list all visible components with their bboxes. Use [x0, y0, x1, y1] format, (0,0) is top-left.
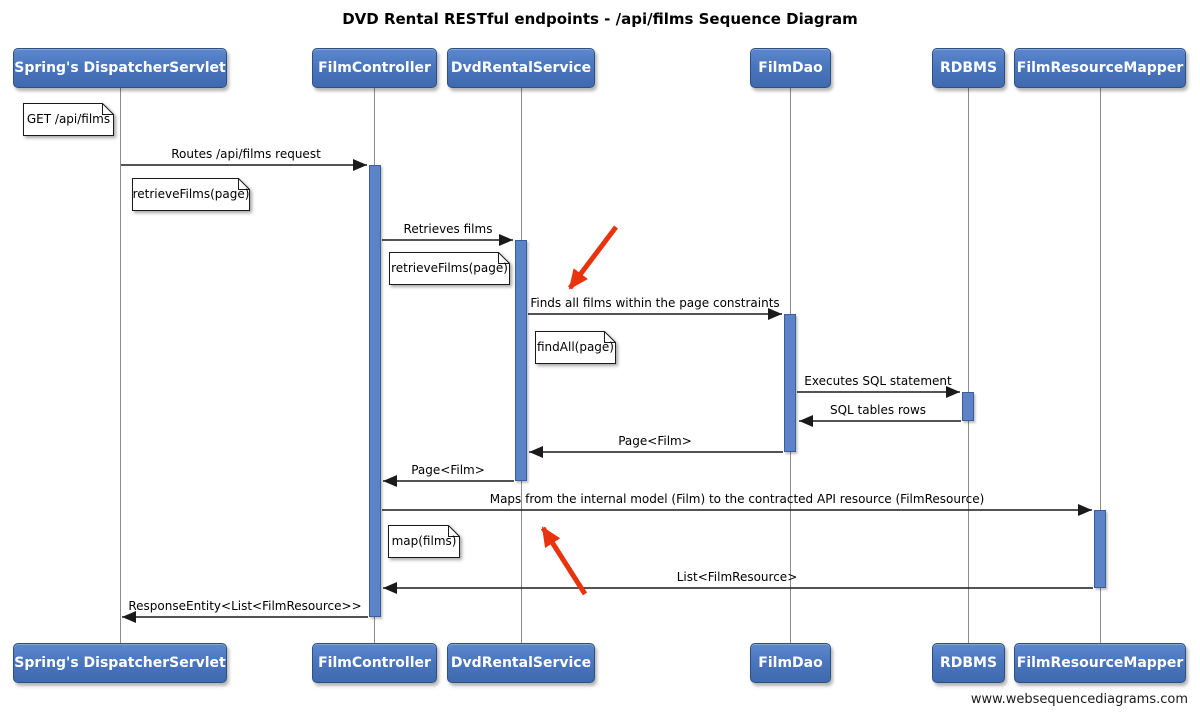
note-map-films: map(films): [388, 525, 460, 558]
message-label-page-film-to-controller: Page<Film>: [411, 463, 485, 477]
participant-label: FilmResourceMapper: [1016, 60, 1184, 76]
participant-label: FilmController: [318, 655, 431, 671]
participant-filmdao-bottom: FilmDao: [750, 643, 831, 683]
participant-filmresourcemapper-bottom: FilmResourceMapper: [1014, 643, 1186, 683]
watermark: www.websequencediagrams.com: [970, 692, 1188, 707]
activation-filmdao: [784, 314, 796, 452]
participant-dvdrentalservice-bottom: DvdRentalService: [447, 643, 595, 683]
participant-label: FilmResourceMapper: [1016, 655, 1184, 671]
participant-label: FilmDao: [758, 655, 823, 671]
note-retrievefilms-2: retrieveFilms(page): [389, 252, 510, 285]
participant-rdbms-bottom: RDBMS: [932, 643, 1005, 683]
participant-filmcontroller-top: FilmController: [312, 48, 437, 88]
note-text: retrieveFilms(page): [132, 187, 250, 201]
activation-rdbms: [962, 392, 974, 421]
note-retrievefilms-1: retrieveFilms(page): [132, 178, 250, 211]
message-label-finds-all-films: Finds all films within the page constrai…: [530, 296, 780, 310]
message-label-retrieves-films: Retrieves films: [403, 222, 493, 236]
activation-dvdrentalservice: [515, 240, 527, 481]
note-findall: findAll(page): [535, 331, 616, 364]
message-label-executes-sql: Executes SQL statement: [804, 374, 952, 388]
message-label-maps-internal-model: Maps from the internal model (Film) to t…: [489, 492, 985, 506]
participant-label: RDBMS: [939, 60, 998, 76]
activation-filmcontroller: [369, 165, 381, 617]
note-text: GET /api/films: [26, 112, 111, 126]
participant-filmcontroller-bottom: FilmController: [312, 643, 437, 683]
red-annotation-arrow-maps: [540, 526, 588, 596]
participant-rdbms-top: RDBMS: [932, 48, 1005, 88]
participant-filmresourcemapper-top: FilmResourceMapper: [1014, 48, 1186, 88]
participant-dispatcherservlet-bottom: Spring's DispatcherServlet: [13, 643, 227, 683]
diagram-title: DVD Rental RESTful endpoints - /api/film…: [342, 10, 858, 28]
participant-label: Spring's DispatcherServlet: [14, 60, 226, 76]
message-label-sql-tables-rows: SQL tables rows: [829, 403, 927, 417]
participant-label: FilmController: [318, 60, 431, 76]
participant-label: DvdRentalService: [450, 655, 592, 671]
red-annotation-arrow-finds-all: [568, 225, 618, 290]
participant-label: Spring's DispatcherServlet: [14, 655, 226, 671]
activation-filmresourcemapper: [1094, 510, 1106, 588]
participant-label: FilmDao: [758, 60, 823, 76]
note-get-api-films: GET /api/films: [23, 103, 114, 136]
participant-label: RDBMS: [939, 655, 998, 671]
message-label-response-entity: ResponseEntity<List<FilmResource>>: [128, 599, 362, 613]
participant-dispatcherservlet-top: Spring's DispatcherServlet: [13, 48, 227, 88]
participant-dvdrentalservice-top: DvdRentalService: [447, 48, 595, 88]
message-label-routes-api-films: Routes /api/films request: [171, 147, 321, 161]
participant-label: DvdRentalService: [450, 60, 592, 76]
note-text: findAll(page): [537, 340, 614, 354]
participant-filmdao-top: FilmDao: [750, 48, 831, 88]
note-text: map(films): [391, 534, 457, 548]
message-label-page-film-to-service: Page<Film>: [618, 434, 692, 448]
message-label-list-filmresource: List<FilmResource>: [676, 570, 798, 584]
note-text: retrieveFilms(page): [391, 261, 508, 275]
